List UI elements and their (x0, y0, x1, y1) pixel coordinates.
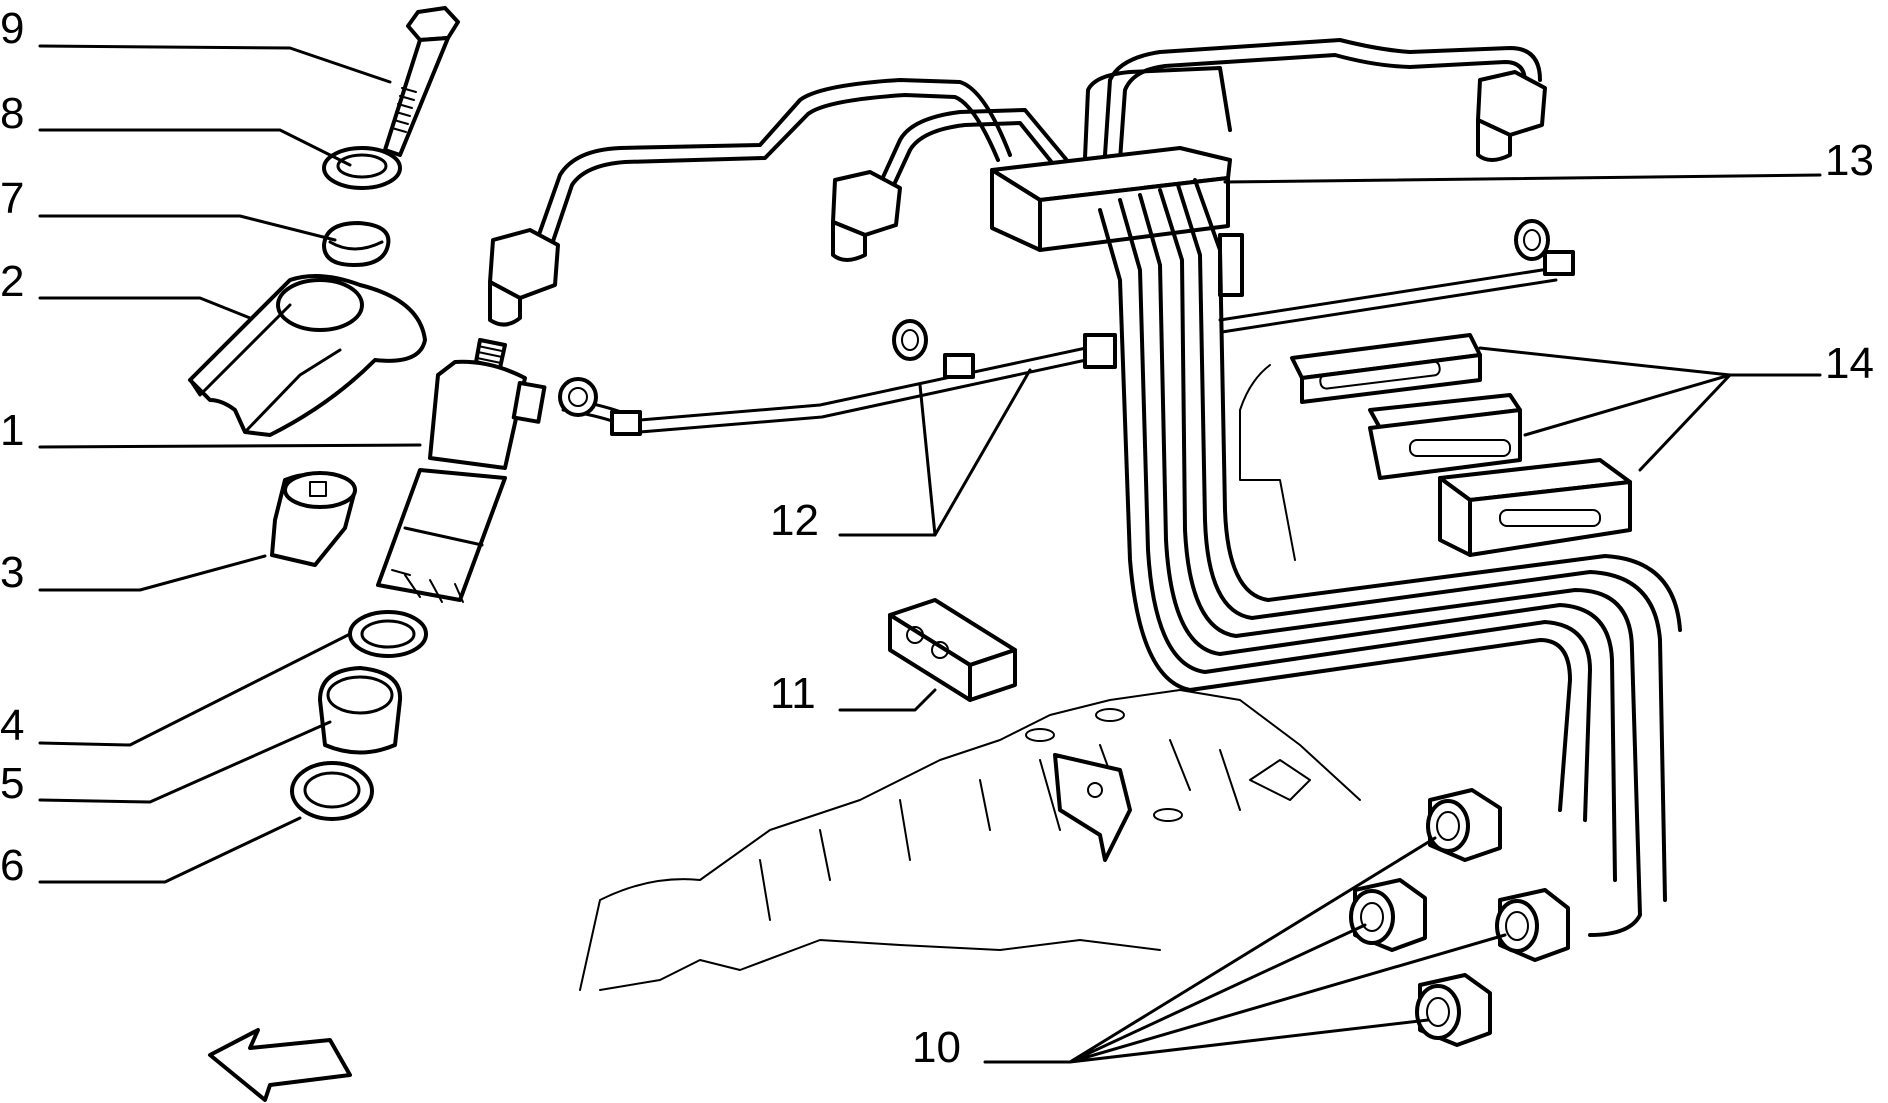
oring-part-4 (348, 610, 428, 658)
callout-6: 6 (0, 841, 24, 890)
callout-2: 2 (0, 257, 24, 306)
pipe-end-nut-2 (1349, 878, 1427, 952)
callout-1: 1 (0, 406, 24, 455)
nozzle-sleeve-part (270, 471, 357, 567)
pipe-support-bracket-bottom (1438, 458, 1632, 557)
pipe-end-nut-4 (1415, 973, 1492, 1047)
leader-lines (38, 44, 1822, 1064)
seal-part-7 (322, 221, 391, 267)
fuel-return-line-12 (558, 219, 1575, 436)
pipe-nut-upper-left (488, 228, 560, 327)
washer-part-8 (322, 146, 402, 190)
callout-10: 10 (912, 1023, 961, 1072)
pipe-support-bracket-top (1290, 333, 1482, 404)
injector-part (376, 338, 547, 603)
injection-pipe-upper (528, 38, 1542, 267)
callout-12: 12 (770, 496, 819, 545)
callout-9: 9 (0, 4, 24, 53)
pipe-end-nut-3 (1495, 888, 1570, 962)
seat-part-5 (318, 666, 403, 755)
pipe-nut-upper-middle (831, 170, 902, 262)
twin-pipe-clamp-11 (888, 598, 1017, 702)
callout-5: 5 (0, 759, 24, 808)
callout-7: 7 (0, 174, 24, 223)
callout-3: 3 (0, 548, 24, 597)
bolt-part (383, 6, 460, 157)
washer-part-6 (290, 761, 374, 821)
callout-4: 4 (0, 701, 24, 750)
callout-11: 11 (770, 669, 816, 718)
injection-pipe-bundle (1098, 178, 1682, 937)
callout-13: 13 (1825, 136, 1874, 185)
callout-8: 8 (0, 89, 24, 138)
direction-arrow-icon (208, 1028, 352, 1102)
pipe-support-bracket-middle (1368, 393, 1522, 480)
callout-14: 14 (1825, 339, 1874, 388)
engine-block-background (579, 364, 1361, 991)
clamp-bracket-part (188, 274, 427, 437)
pipe-nut-upper-right (1476, 70, 1547, 162)
pipe-end-nut-1 (1426, 788, 1502, 862)
